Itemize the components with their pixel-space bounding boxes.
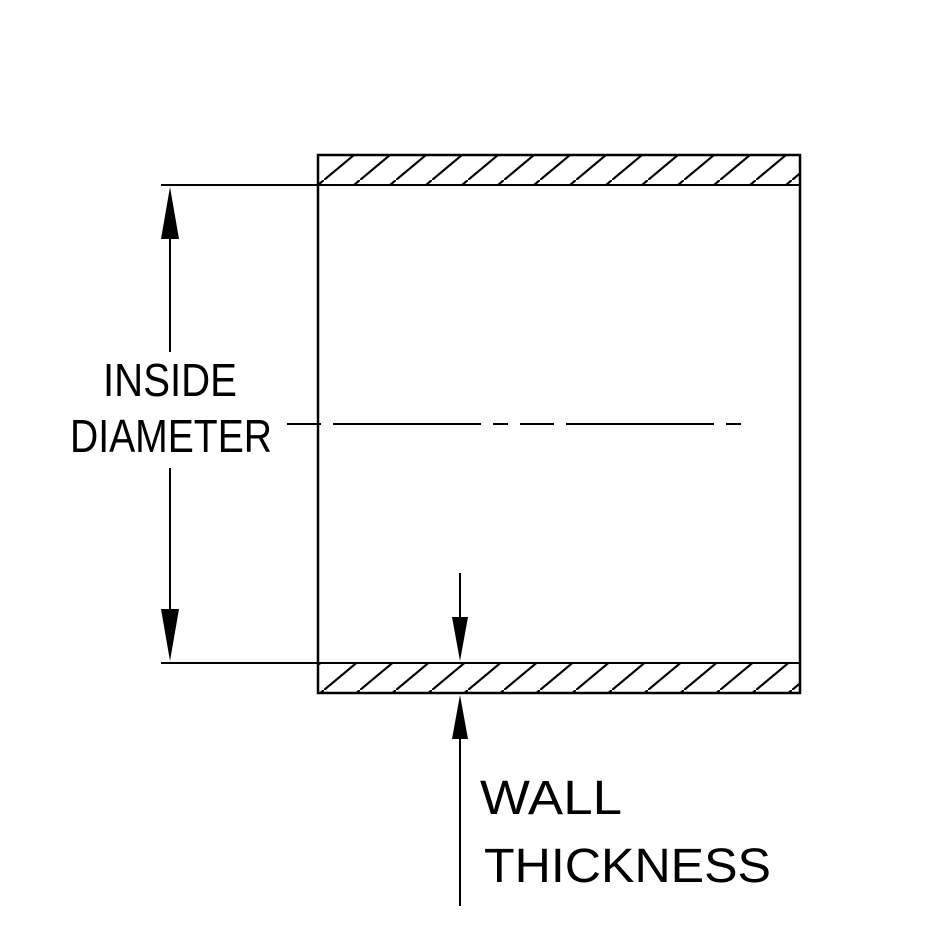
wall-thickness-arrow-down [452, 617, 468, 661]
inside-diameter-arrow-down [161, 609, 179, 661]
wall-thickness-label-line-1: WALL [480, 772, 622, 825]
bottom-wall-hatch [317, 662, 801, 694]
wall-thickness-label-line-2: THICKNESS [484, 840, 771, 893]
wall-thickness-arrow-up [452, 695, 468, 739]
inside-diameter-label-line-2: DIAMETER [70, 410, 272, 462]
inside-diameter-label-line-1: INSIDE [103, 354, 237, 406]
top-wall-hatch [317, 154, 801, 186]
inside-diameter-arrow-up [161, 187, 179, 239]
